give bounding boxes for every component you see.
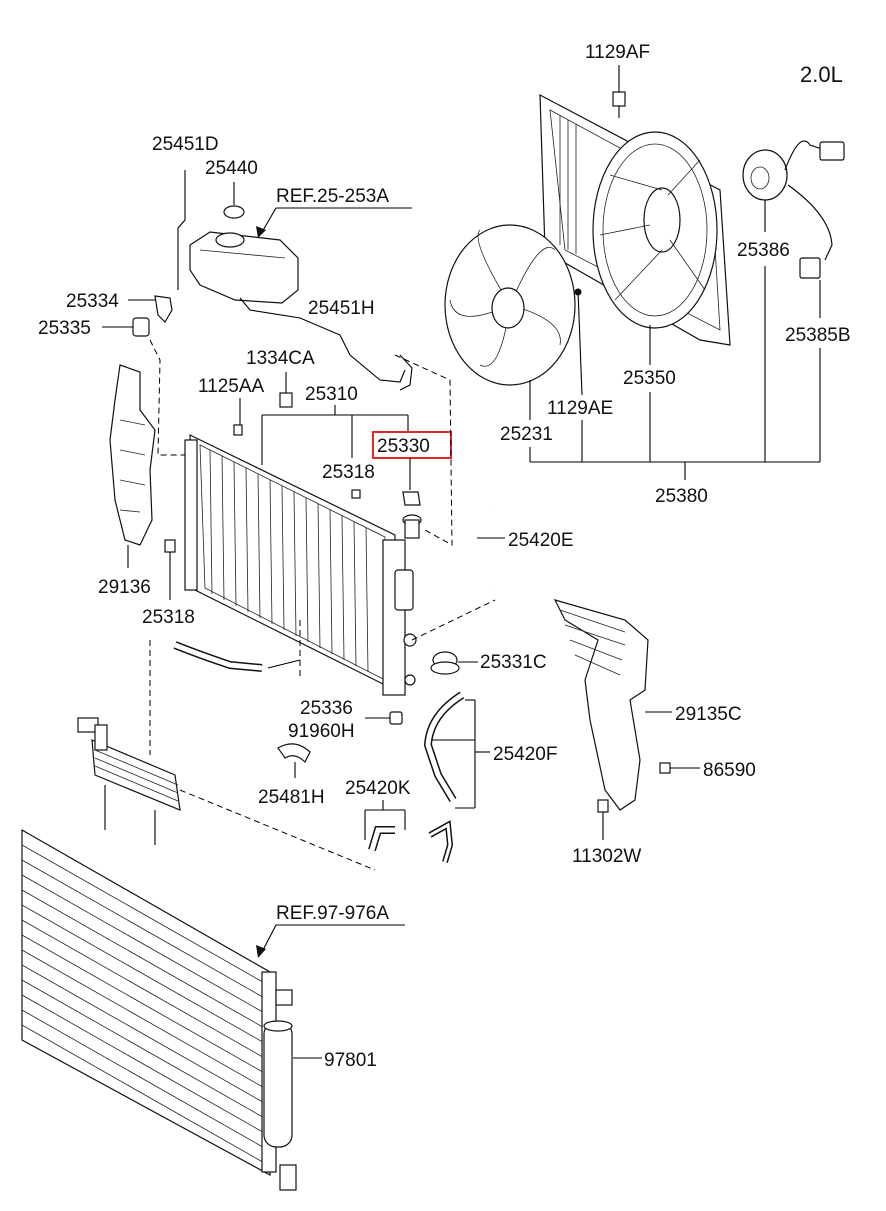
hose-25420E — [466, 502, 495, 591]
label-1334CA: 1334CA — [246, 348, 315, 369]
lower-hose — [173, 641, 301, 672]
label-1129AE: 1129AE — [547, 398, 613, 419]
hose-clip-25334 — [154, 295, 173, 323]
hose-25420F — [423, 691, 465, 803]
label-97801: 97801 — [324, 1050, 377, 1071]
label-25334: 25334 — [66, 291, 119, 312]
label-25380: 25380 — [655, 486, 708, 507]
label-25451H: 25451H — [308, 298, 375, 319]
label-25481H: 25481H — [258, 787, 325, 808]
label-25331C: 25331C — [480, 652, 547, 673]
label-25310: 25310 — [305, 384, 358, 405]
label-11302W: 11302W — [572, 846, 641, 867]
air-guard-29136 — [109, 364, 156, 546]
label-25336: 25336 — [300, 698, 353, 719]
label-25350: 25350 — [623, 368, 676, 389]
label-25330: 25330 — [377, 436, 430, 457]
coolant-reservoir — [177, 170, 413, 391]
radiator-fins — [209, 449, 369, 673]
oil-cooler — [77, 717, 181, 845]
label-25420F: 25420F — [493, 744, 557, 765]
label-25335: 25335 — [38, 318, 91, 339]
air-guard-29135C — [553, 599, 649, 811]
condenser — [21, 828, 297, 1191]
label-25420E: 25420E — [508, 530, 574, 551]
fan-shroud-assembly — [539, 93, 731, 346]
fan-blade — [444, 224, 576, 386]
bushing-25335 — [132, 317, 150, 337]
clamp-25481H — [277, 743, 311, 764]
fan-motor — [742, 140, 845, 279]
label-25386: 25386 — [737, 240, 790, 261]
label-25451D: 25451D — [152, 134, 219, 155]
radiator-core — [184, 434, 417, 696]
label-91960H: 91960H — [288, 721, 355, 742]
label-25385B: 25385B — [785, 325, 851, 346]
hose-25420K — [368, 820, 454, 863]
condenser-fins — [21, 844, 269, 1166]
engine-label: 2.0L — [800, 62, 843, 87]
label-25420K: 25420K — [345, 778, 411, 799]
receiver-drier-97801 — [263, 1020, 293, 1148]
label-29135C: 29135C — [675, 704, 742, 725]
label-86590: 86590 — [703, 760, 756, 781]
label-1125AA: 1125AA — [198, 376, 265, 397]
label-29136: 29136 — [98, 577, 151, 598]
label-25440: 25440 — [205, 158, 258, 179]
radiator-cap-25331C — [430, 651, 460, 675]
bolt-1129AF — [612, 65, 626, 118]
label-25318-top: 25318 — [322, 462, 375, 483]
label-1129AF: 1129AF — [585, 42, 650, 63]
label-25318-bottom: 25318 — [142, 607, 195, 628]
label-ref-97-976A: REF.97-976A — [276, 903, 389, 924]
label-25231: 25231 — [500, 424, 553, 445]
label-ref-25-253A: REF.25-253A — [276, 186, 389, 207]
